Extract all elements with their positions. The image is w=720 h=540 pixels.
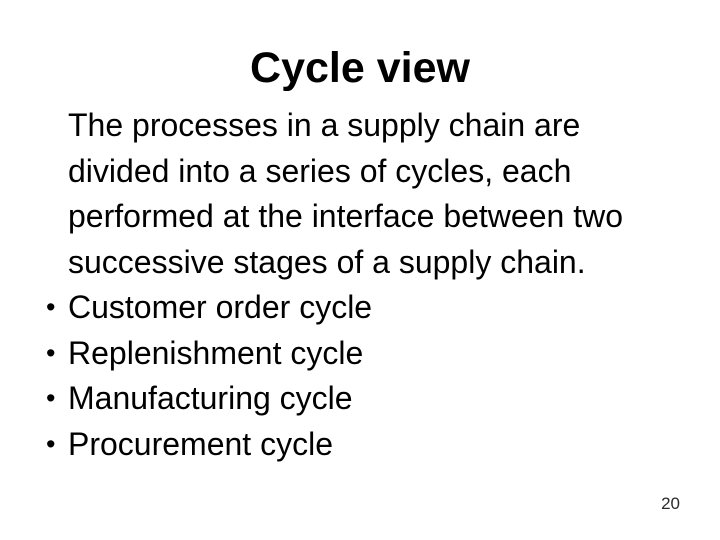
page-number: 20 xyxy=(661,494,680,513)
bullet-label: Procurement cycle xyxy=(68,425,333,462)
slide-title: Cycle view xyxy=(250,44,470,92)
body-paragraph: The processes in a supply chain are divi… xyxy=(68,107,623,280)
bullet-icon: • xyxy=(46,383,56,413)
bullet-icon: • xyxy=(46,292,56,322)
bullet-label: Replenishment cycle xyxy=(68,334,364,371)
bullet-item: • Customer order cycle xyxy=(46,285,638,331)
bullet-label: Customer order cycle xyxy=(68,289,373,325)
bullet-item: • Procurement cycle xyxy=(46,422,638,468)
bullet-label: Manufacturing cycle xyxy=(68,380,353,416)
bullet-icon: • xyxy=(46,337,56,368)
bullet-item: • Replenishment cycle xyxy=(46,331,638,377)
bullet-icon: • xyxy=(46,428,56,459)
slide-body: The processes in a supply chain are divi… xyxy=(46,103,638,467)
bullet-item: • Manufacturing cycle xyxy=(46,376,638,422)
